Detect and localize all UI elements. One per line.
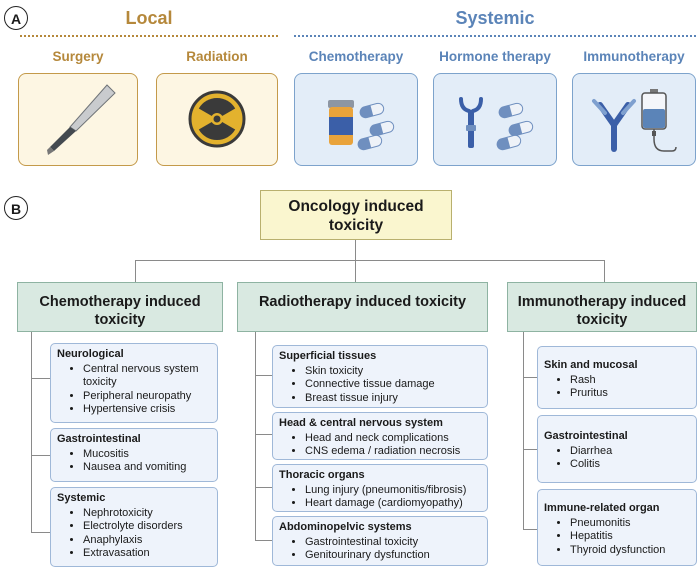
list-item: Anaphylaxis xyxy=(83,534,211,548)
group-title: Gastrointestinal xyxy=(544,430,628,442)
pill-bottle-icon xyxy=(327,99,394,150)
list-item: Nausea and vomiting xyxy=(83,461,211,475)
list-item: Rash xyxy=(570,374,690,388)
list-item: Connective tissue damage xyxy=(305,378,481,392)
group-title: Systemic xyxy=(57,492,106,504)
col3-branch-1 xyxy=(523,377,537,378)
list-item: Skin toxicity xyxy=(305,365,481,379)
scalpel-icon xyxy=(46,83,116,155)
list-item: Gastrointestinal toxicity xyxy=(305,536,481,550)
list-item: Colitis xyxy=(570,458,690,472)
group-title: Gastrointestinal xyxy=(57,433,141,445)
radiotherapy-toxicity-header: Radiotherapy induced toxicity xyxy=(237,282,488,332)
surgery-label: Surgery xyxy=(52,49,104,64)
radio-group-abdominopelvic: Abdominopelvic systems Gastrointestinal … xyxy=(272,516,488,566)
radio-group-thoracic-organs: Thoracic organs Lung injury (pneumonitis… xyxy=(272,464,488,512)
chemotherapy-card xyxy=(294,73,418,166)
group-title: Thoracic organs xyxy=(279,469,365,481)
surgery-card xyxy=(18,73,138,166)
list-item: Nephrotoxicity xyxy=(83,507,211,521)
chemo-group-systemic: Systemic Nephrotoxicity Electrolyte diso… xyxy=(50,487,218,567)
list-item: Head and neck complications xyxy=(305,432,481,446)
immuno-group-skin-mucosal: Skin and mucosal Rash Pruritus xyxy=(537,346,697,409)
panel-a-label: A xyxy=(4,6,28,30)
list-item: Hepatitis xyxy=(570,530,690,544)
panel-b-label: B xyxy=(4,196,28,220)
immunotherapy-card xyxy=(572,73,696,166)
group-title: Skin and mucosal xyxy=(544,359,638,371)
col3-spine xyxy=(523,332,524,529)
radiation-label: Radiation xyxy=(186,49,248,64)
list-item: Hypertensive crisis xyxy=(83,403,211,417)
root-connector xyxy=(355,240,356,260)
group-title: Immune-related organ xyxy=(544,502,660,514)
radio-group-superficial-tissues: Superficial tissues Skin toxicity Connec… xyxy=(272,345,488,408)
list-item: Thyroid dysfunction xyxy=(570,544,690,558)
antibody-iv-bag-icon xyxy=(591,88,677,152)
hormone-therapy-card xyxy=(433,73,557,166)
root-node: Oncology induced toxicity xyxy=(260,190,452,240)
radiation-card xyxy=(156,73,278,166)
radiation-icon xyxy=(188,90,245,147)
radio-group-head-cns: Head & central nervous system Head and n… xyxy=(272,412,488,460)
list-item: Breast tissue injury xyxy=(305,392,481,406)
col3-connector xyxy=(604,260,605,282)
list-item: Heart damage (cardiomyopathy) xyxy=(305,497,481,511)
list-item: Central nervous system toxicity xyxy=(83,363,211,390)
systemic-divider xyxy=(294,35,696,37)
immuno-group-gastrointestinal: Gastrointestinal Diarrhea Colitis xyxy=(537,415,697,483)
chemo-group-neurological: Neurological Central nervous system toxi… xyxy=(50,343,218,423)
list-item: Pneumonitis xyxy=(570,517,690,531)
list-item: Extravasation xyxy=(83,547,211,561)
col3-branch-2 xyxy=(523,449,537,450)
branch-connector xyxy=(135,260,604,261)
local-title: Local xyxy=(125,8,173,28)
col2-spine xyxy=(255,332,256,540)
col1-branch-3 xyxy=(31,532,50,533)
col1-branch-2 xyxy=(31,455,50,456)
col2-branch-3 xyxy=(255,487,272,488)
col1-branch-1 xyxy=(31,378,50,379)
group-title: Superficial tissues xyxy=(279,350,377,362)
chemotherapy-label: Chemotherapy xyxy=(308,49,404,64)
hormone-receptor-icon xyxy=(458,96,533,150)
col2-branch-4 xyxy=(255,540,272,541)
col2-connector xyxy=(355,260,356,282)
immunotherapy-label: Immunotherapy xyxy=(583,49,685,64)
col1-connector xyxy=(135,260,136,282)
list-item: Peripheral neuropathy xyxy=(83,390,211,404)
immuno-group-immune-related-organ: Immune-related organ Pneumonitis Hepatit… xyxy=(537,489,697,566)
list-item: Mucositis xyxy=(83,448,211,462)
col1-spine xyxy=(31,332,32,532)
systemic-title: Systemic xyxy=(455,8,535,28)
group-title: Abdominopelvic systems xyxy=(279,521,412,533)
list-item: Diarrhea xyxy=(570,445,690,459)
chemotherapy-toxicity-header: Chemotherapy induced toxicity xyxy=(17,282,223,332)
col2-branch-1 xyxy=(255,375,272,376)
list-item: Pruritus xyxy=(570,387,690,401)
local-divider xyxy=(20,35,278,37)
list-item: Electrolyte disorders xyxy=(83,520,211,534)
hormone-therapy-label: Hormone therapy xyxy=(439,49,551,64)
immunotherapy-toxicity-header: Immunotherapy induced toxicity xyxy=(507,282,697,332)
list-item: CNS edema / radiation necrosis xyxy=(305,445,481,459)
group-title: Head & central nervous system xyxy=(279,417,443,429)
col3-branch-3 xyxy=(523,529,537,530)
chemo-group-gastrointestinal: Gastrointestinal Mucositis Nausea and vo… xyxy=(50,428,218,482)
list-item: Lung injury (pneumonitis/fibrosis) xyxy=(305,484,481,498)
col2-branch-2 xyxy=(255,434,272,435)
group-title: Neurological xyxy=(57,348,124,360)
list-item: Genitourinary dysfunction xyxy=(305,549,481,563)
